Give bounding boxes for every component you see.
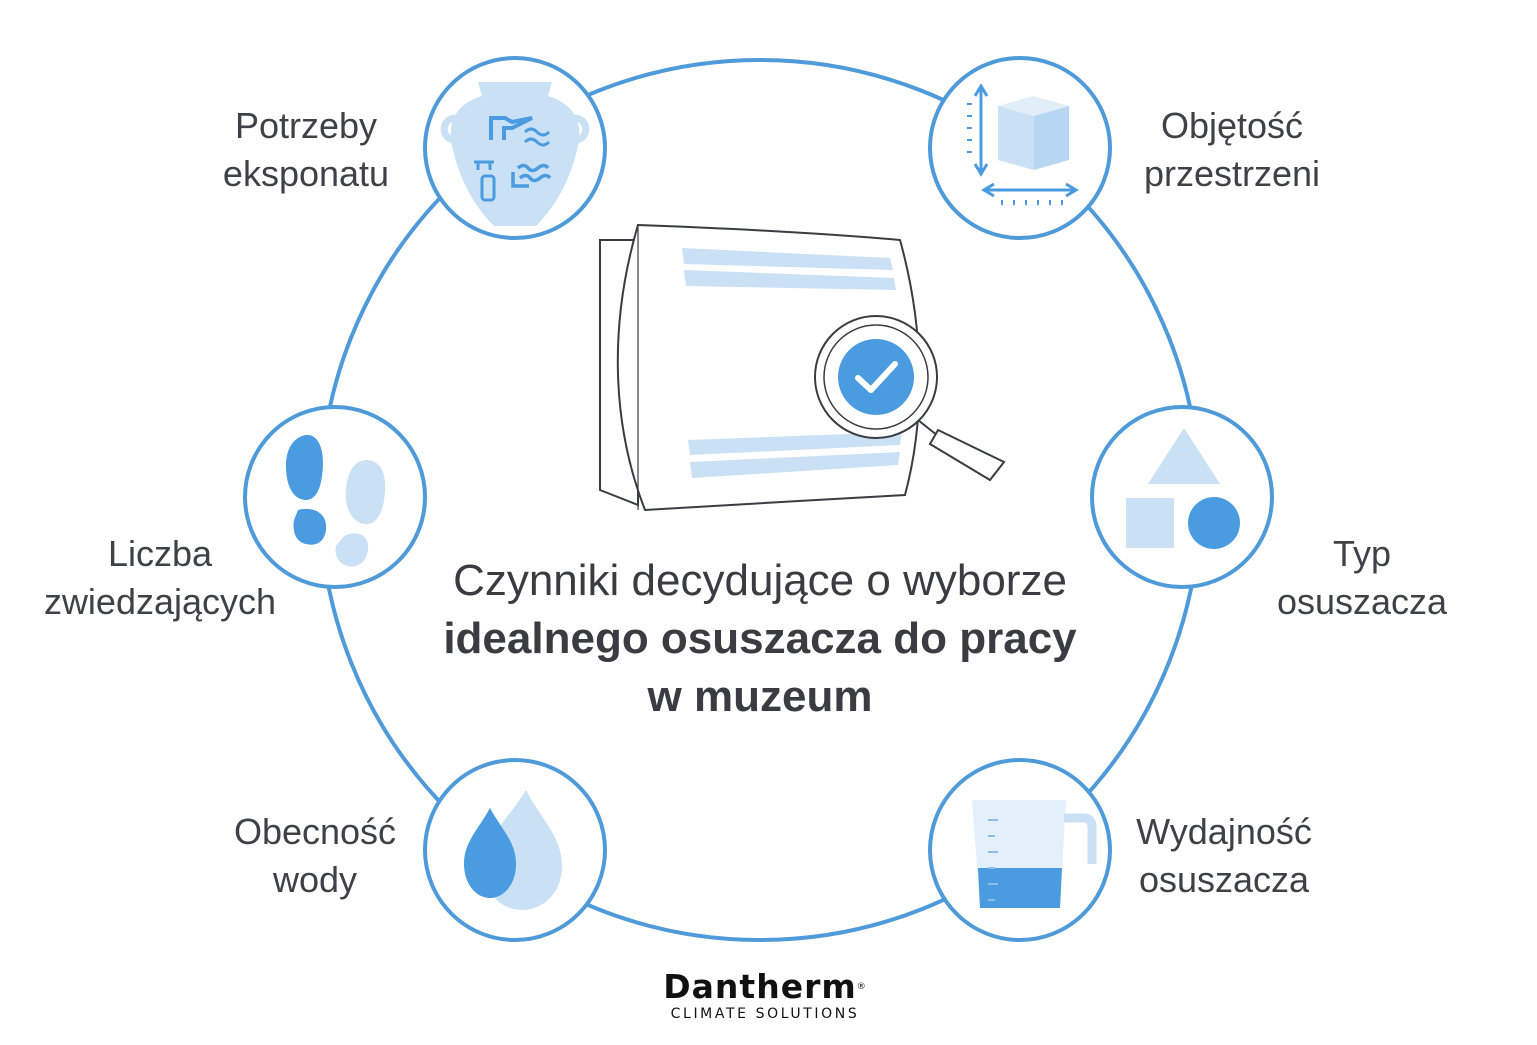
title-line-1: Czynniki decydujące o wyborze <box>453 556 1067 605</box>
checkmark-badge <box>838 339 914 415</box>
dehumidifier-illustration <box>599 223 1006 512</box>
title-line-3: w muzeum <box>647 672 873 721</box>
title-line-2: idealnego osuszacza do pracy <box>443 614 1077 663</box>
factor-label-visitor-count: Liczba zwiedzających <box>43 533 277 622</box>
center-title: Czynniki decydujące o wyborze idealnego … <box>360 552 1160 726</box>
brand-tagline: CLIMATE SOLUTIONS <box>670 1006 860 1022</box>
factor-label-exhibit-needs: Potrzeby eksponatu <box>222 105 390 194</box>
measuring-jug-icon <box>972 800 1097 908</box>
footprints-icon <box>286 434 386 567</box>
factor-label-space-volume: Objętość przestrzeni <box>1143 105 1321 194</box>
vase-icon <box>440 82 590 226</box>
factor-label-dehumidifier-type: Typ osuszacza <box>1276 533 1448 622</box>
brand-name: Dantherm® <box>663 967 867 1006</box>
shapes-icon <box>1126 428 1240 549</box>
factor-label-dehumidifier-capacity: Wydajność osuszacza <box>1136 811 1312 900</box>
brand-logo: Dantherm® CLIMATE SOLUTIONS <box>600 967 930 1023</box>
cube-icon <box>967 83 1079 205</box>
water-drops-icon <box>464 790 562 910</box>
checkmark-icon <box>855 361 898 393</box>
factor-label-water-presence: Obecność wody <box>233 811 397 900</box>
